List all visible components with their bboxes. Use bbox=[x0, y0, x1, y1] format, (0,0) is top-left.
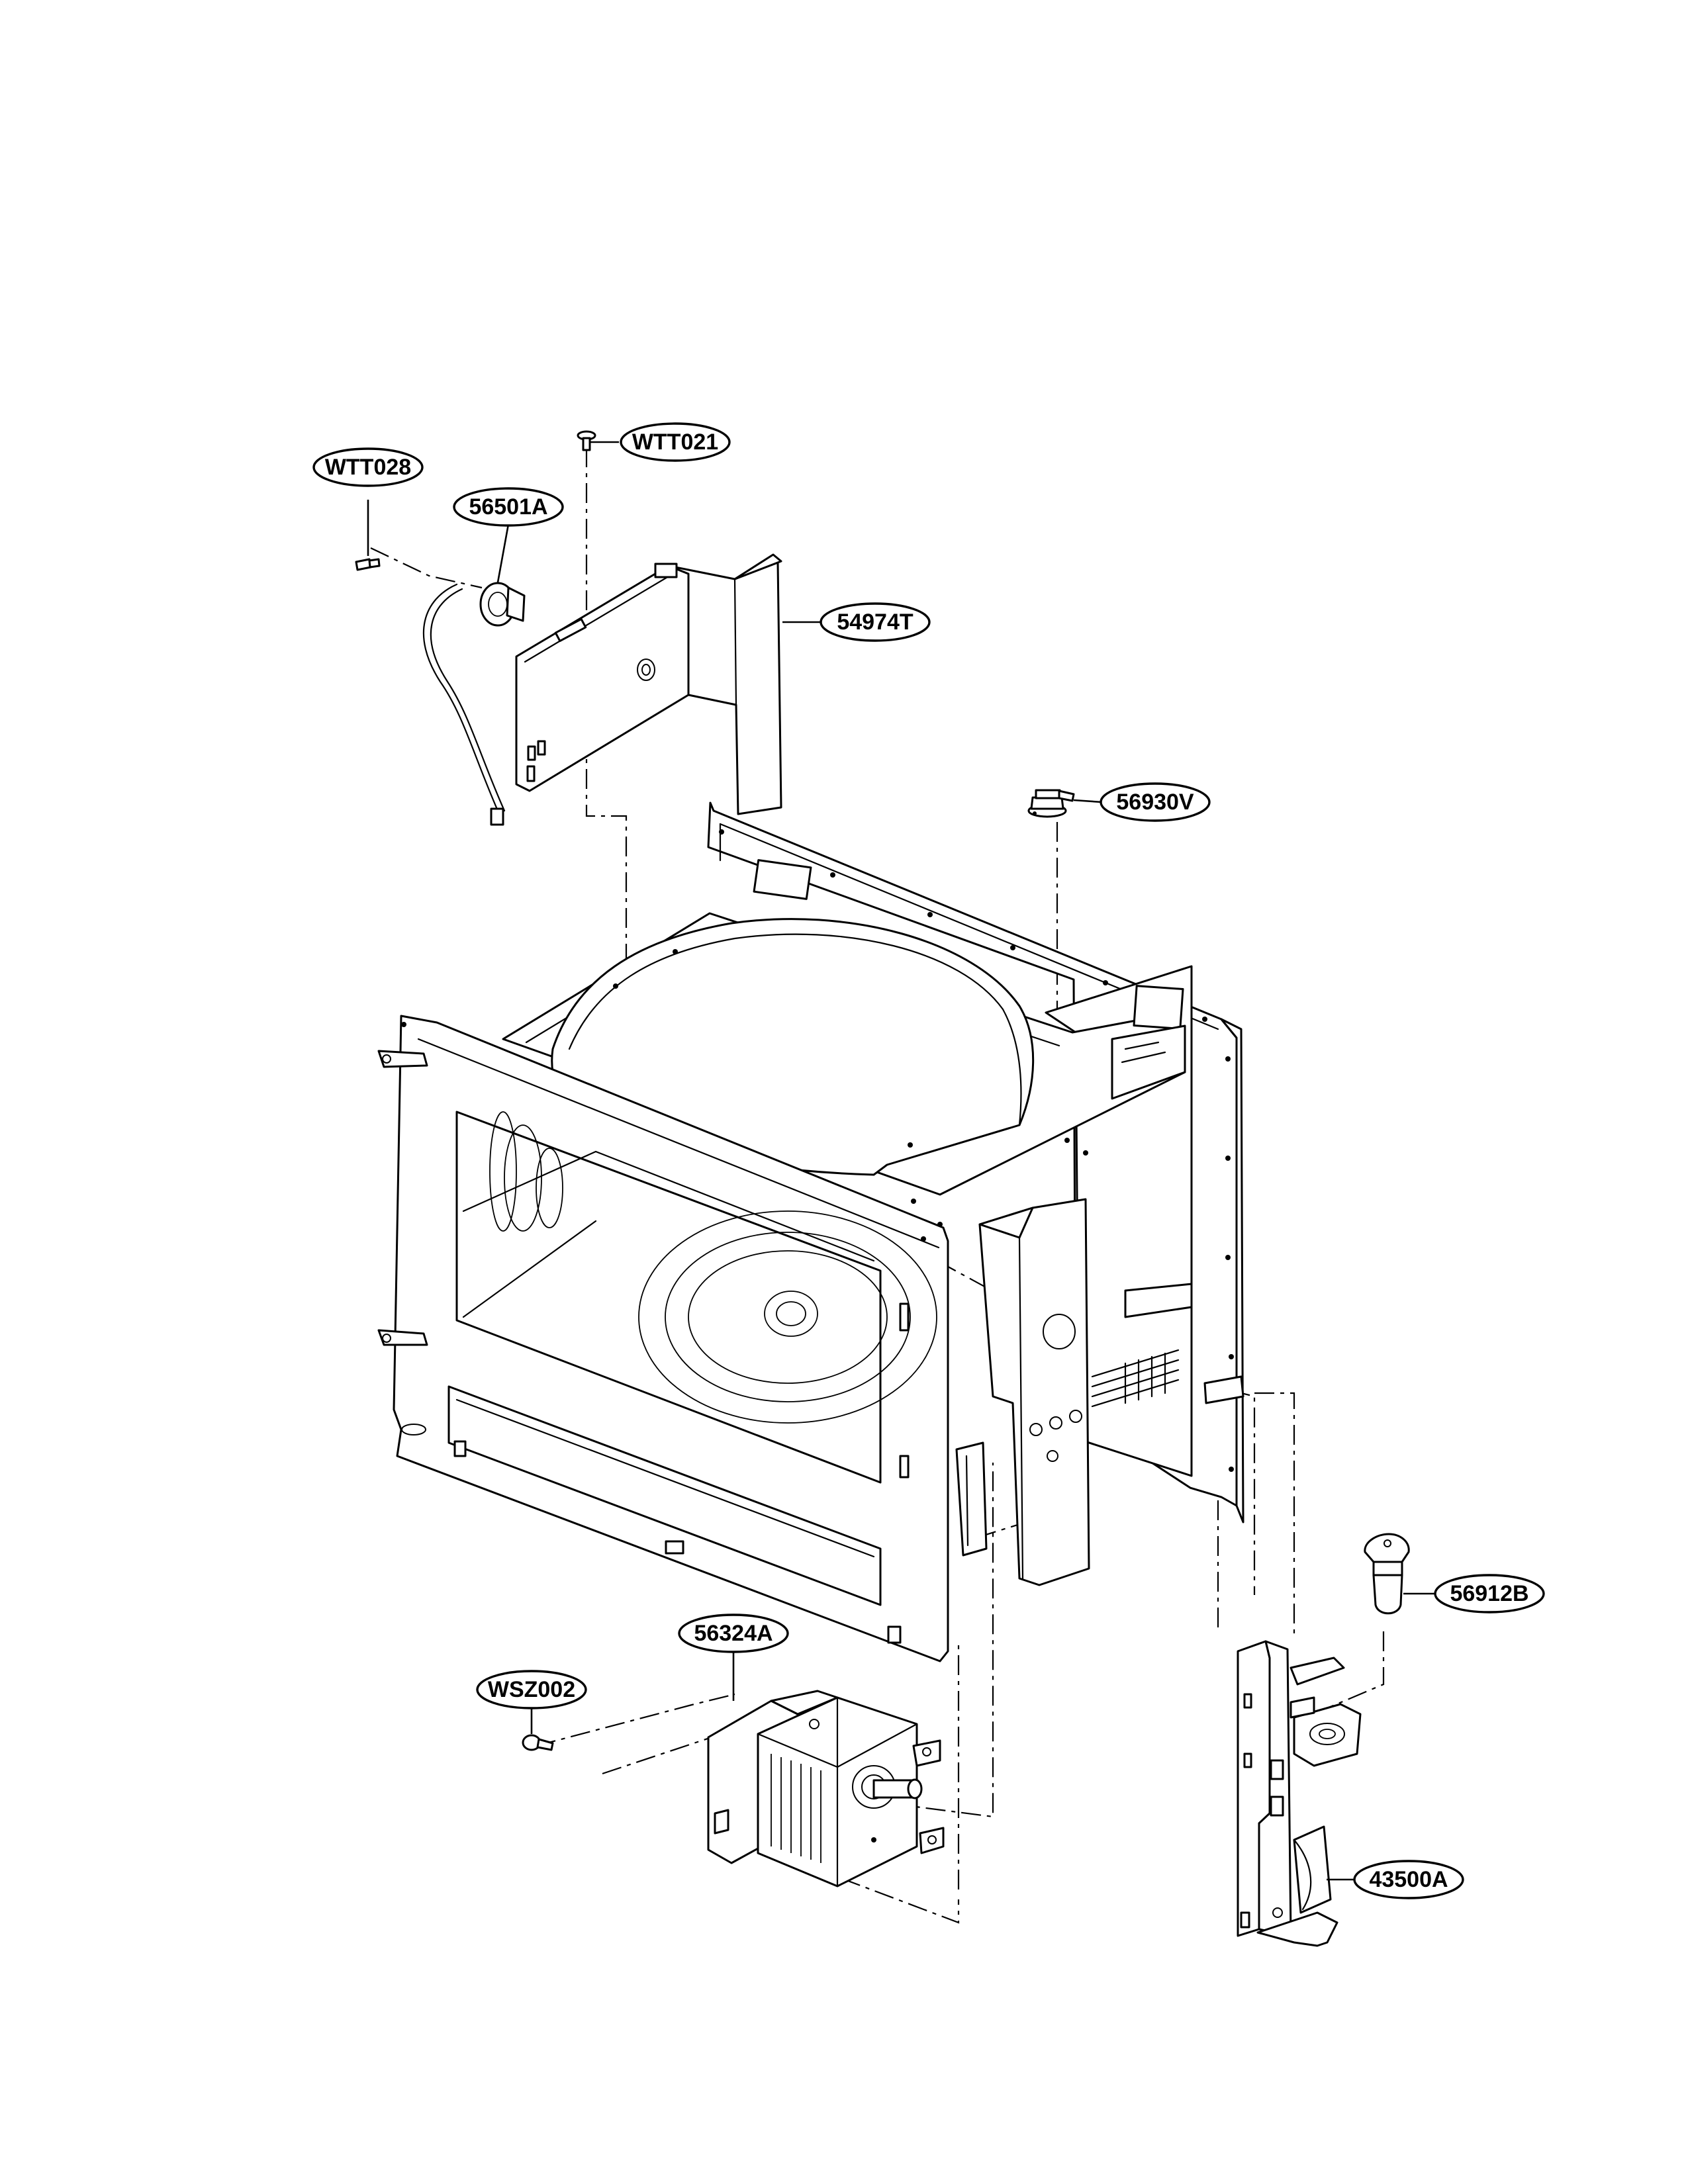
duct-cover-54974t bbox=[515, 553, 782, 815]
callout-56501a: 56501A bbox=[453, 487, 564, 527]
light-bulb-56912b bbox=[1364, 1533, 1410, 1615]
screw-wsz002 bbox=[522, 1734, 554, 1751]
callout-43500a: 43500A bbox=[1353, 1860, 1464, 1899]
screw-wtt021 bbox=[577, 430, 596, 451]
thermostat-56930v bbox=[1027, 789, 1075, 818]
callout-label-56930v: 56930V bbox=[1116, 790, 1194, 815]
callout-label-wtt028: WTT028 bbox=[325, 455, 411, 480]
callout-56324a: 56324A bbox=[678, 1614, 789, 1653]
magnetron-56324a bbox=[707, 1690, 945, 1888]
screw-wtt028 bbox=[355, 558, 381, 571]
callout-54974t: 54974T bbox=[820, 602, 931, 642]
callout-56912b: 56912B bbox=[1434, 1574, 1545, 1614]
oven-cavity-assembly bbox=[377, 801, 1244, 1662]
callout-label-wtt021: WTT021 bbox=[632, 430, 718, 455]
interlock-bracket-43500a bbox=[1237, 1640, 1362, 1947]
callout-label-43500a: 43500A bbox=[1369, 1867, 1448, 1892]
callout-label-54974t: 54974T bbox=[837, 610, 914, 635]
callout-56930v: 56930V bbox=[1100, 782, 1211, 822]
callout-label-56912b: 56912B bbox=[1450, 1581, 1528, 1606]
lamp-socket-56501a bbox=[422, 582, 526, 826]
callout-label-56501a: 56501A bbox=[469, 494, 547, 520]
callout-label-wsz002: WSZ002 bbox=[488, 1677, 575, 1702]
callout-label-56324a: 56324A bbox=[694, 1621, 773, 1646]
callout-wsz002: WSZ002 bbox=[476, 1670, 587, 1709]
callout-wtt021: WTT021 bbox=[620, 422, 731, 462]
callout-wtt028: WTT028 bbox=[312, 447, 424, 487]
callout-leaders bbox=[367, 441, 1436, 1881]
